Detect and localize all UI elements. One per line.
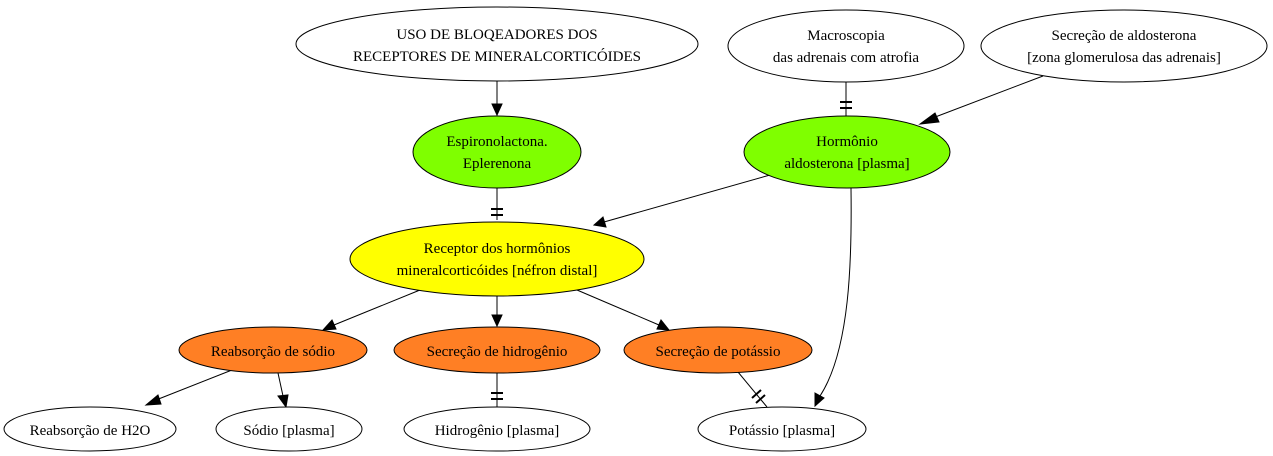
- node-hidrogenio-plasma-label: Hidrogênio [plasma]: [435, 423, 560, 439]
- edge-reabsorcao-sodio-to-sodio-plasma: [277, 372, 289, 409]
- edge-secrecao-potassio-to-potassio-plasma-inhibit: [737, 371, 768, 408]
- edge-hormonio-to-potassio-plasma: [814, 187, 852, 408]
- node-reabsorcao-h2o: Reabsorção de H2O: [3, 406, 177, 452]
- node-espironolactona-line-1: Espironolactona.: [446, 134, 547, 150]
- edge-receptor-to-secrecao-potassio: [576, 289, 671, 331]
- edge-receptor-to-reabsorcao-sodio: [321, 289, 421, 331]
- node-secrecao-aldosterona-line-1: Secreção de aldosterona: [1052, 28, 1197, 44]
- edge-secrecao-hidrogenio-to-hidrogenio-plasma-inhibit: [491, 373, 503, 407]
- node-receptor-line-2: mineralcorticóides [néfron distal]: [397, 263, 598, 279]
- node-receptor-mineralcorticoides: Receptor dos hormônios mineralcorticóide…: [349, 221, 645, 297]
- edge-espironolactona-to-receptor-inhibit: [491, 188, 503, 220]
- edge-receptor-to-secrecao-hidrogenio: [491, 296, 503, 328]
- node-hormonio-line-2: aldosterona [plasma]: [784, 156, 909, 172]
- node-uso-bloqueadores: USO DE BLOQEADORES DOS RECEPTORES DE MIN…: [295, 6, 699, 82]
- edge-macroscopia-to-hormonio-inhibit: [840, 82, 852, 116]
- node-uso-line-1: USO DE BLOQEADORES DOS: [396, 27, 597, 43]
- node-secrecao-potassio-label: Secreção de potássio: [656, 344, 781, 360]
- node-reabsorcao-sodio-label: Reabsorção de sódio: [211, 344, 335, 360]
- node-secrecao-aldosterona: Secreção de aldosterona [zona glomerulos…: [980, 9, 1268, 83]
- node-espironolactona-line-2: Eplerenona: [463, 156, 532, 172]
- node-macroscopia-line-2: das adrenais com atrofia: [773, 50, 920, 66]
- node-potassio-plasma-label: Potássio [plasma]: [729, 423, 835, 439]
- node-hormonio-aldosterona: Hormônio aldosterona [plasma]: [743, 115, 951, 189]
- node-secrecao-hidrogenio-label: Secreção de hidrogênio: [427, 344, 568, 360]
- node-macroscopia-line-1: Macroscopia: [807, 28, 885, 44]
- edge-uso-to-espironolactona: [491, 81, 503, 117]
- node-secrecao-hidrogenio: Secreção de hidrogênio: [393, 326, 601, 374]
- node-secrecao-potassio: Secreção de potássio: [623, 326, 813, 374]
- node-potassio-plasma: Potássio [plasma]: [697, 406, 867, 452]
- node-espironolactona: Espironolactona. Eplerenona: [412, 115, 582, 189]
- edge-hormonio-to-receptor: [592, 174, 771, 228]
- node-secrecao-aldosterona-line-2: [zona glomerulosa das adrenais]: [1027, 50, 1221, 66]
- node-reabsorcao-sodio: Reabsorção de sódio: [178, 326, 368, 374]
- node-macroscopia: Macroscopia das adrenais com atrofia: [727, 9, 965, 83]
- node-reabsorcao-h2o-label: Reabsorção de H2O: [30, 423, 151, 439]
- node-sodio-plasma-label: Sódio [plasma]: [243, 423, 334, 439]
- node-uso-line-2: RECEPTORES DE MINERALCORTICÓIDES: [353, 48, 641, 65]
- node-hormonio-line-1: Hormônio: [816, 134, 878, 150]
- node-sodio-plasma: Sódio [plasma]: [215, 406, 363, 452]
- edge-secrecao-aldosterona-to-hormonio: [918, 75, 1044, 125]
- node-receptor-line-1: Receptor dos hormônios: [424, 241, 571, 257]
- node-hidrogenio-plasma: Hidrogênio [plasma]: [403, 406, 591, 452]
- edge-reabsorcao-sodio-to-reabsorcao-h2o: [144, 369, 233, 406]
